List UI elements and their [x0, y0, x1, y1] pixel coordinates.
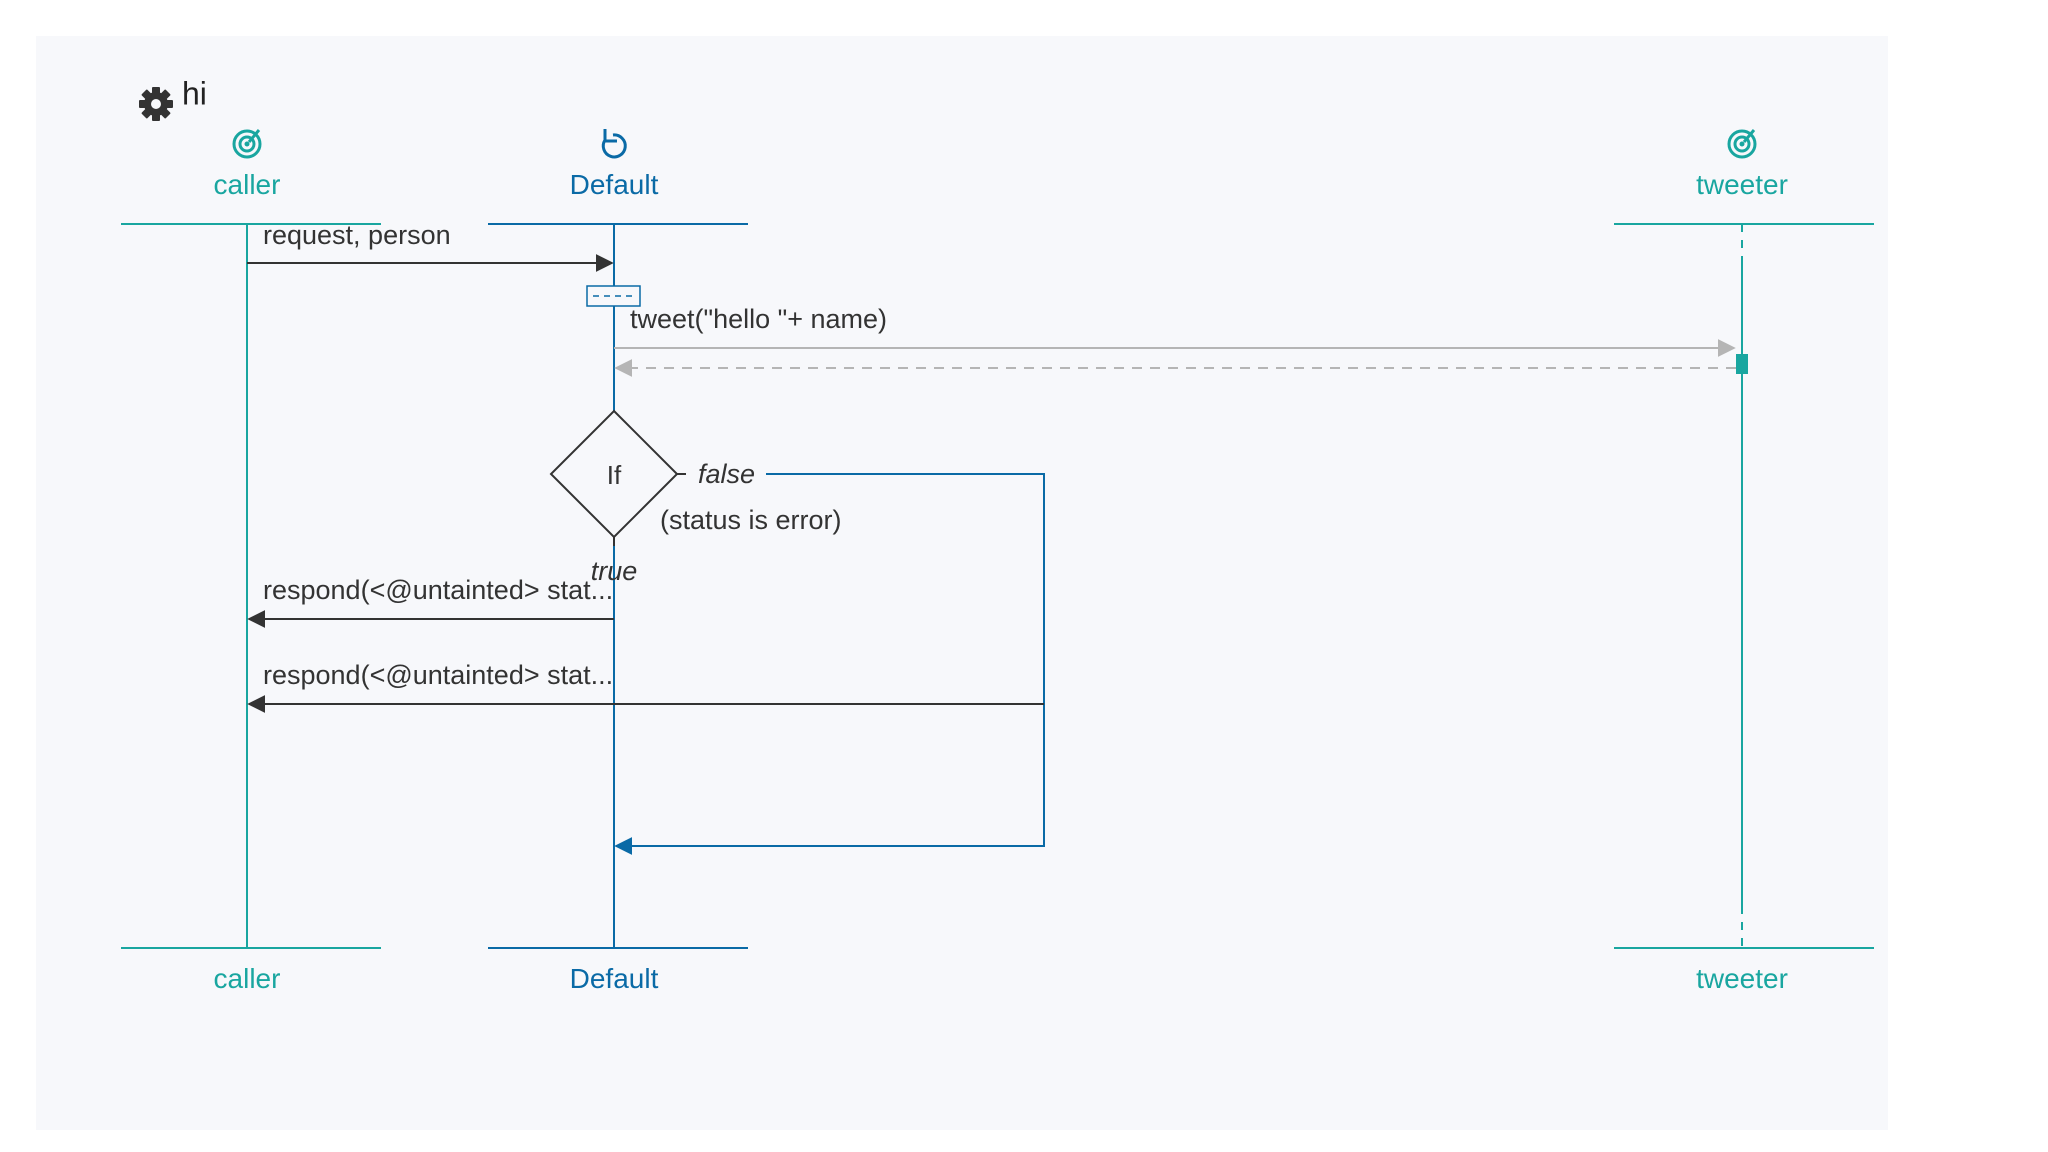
gear-icon [139, 87, 173, 121]
message-label: respond(<@untainted> stat... [263, 575, 613, 605]
message-tweet[interactable]: tweet("hello "+ name) [614, 304, 1736, 377]
message-label: respond(<@untainted> stat... [263, 660, 613, 690]
diagram-title: hi [139, 75, 207, 121]
condition-label: (status is error) [660, 505, 842, 535]
diagram-canvas: hi caller caller Default Default [36, 36, 1888, 1130]
message-label: tweet("hello "+ name) [630, 304, 887, 334]
activation-bar [1736, 354, 1748, 374]
participant-label-bottom: Default [570, 963, 659, 994]
message-respond-false[interactable]: respond(<@untainted> stat... [247, 660, 1044, 713]
participant-label-top: caller [214, 169, 281, 200]
target-icon [1727, 129, 1757, 159]
participant-label-bottom: tweeter [1696, 963, 1788, 994]
true-label: true [591, 556, 638, 586]
participant-label-top: tweeter [1696, 169, 1788, 200]
if-block[interactable]: If false (status is error) true [549, 409, 1045, 855]
target-icon [232, 129, 262, 159]
participant-label-top: Default [570, 169, 659, 200]
if-label: If [607, 460, 622, 490]
message-label: request, person [263, 220, 451, 250]
collapse-box [586, 285, 641, 307]
false-label: false [698, 459, 755, 489]
participant-label-bottom: caller [214, 963, 281, 994]
collapse-toggle[interactable] [586, 285, 641, 307]
participant-tweeter[interactable]: tweeter tweeter [1614, 129, 1874, 994]
refresh-icon [601, 129, 627, 159]
message-request[interactable]: request, person [247, 220, 614, 272]
false-branch-path [614, 473, 1045, 855]
participant-default[interactable]: Default Default [488, 129, 748, 994]
participant-caller[interactable]: caller caller [121, 129, 381, 994]
message-respond-true[interactable]: respond(<@untainted> stat... [247, 575, 614, 628]
title-text: hi [182, 75, 207, 111]
